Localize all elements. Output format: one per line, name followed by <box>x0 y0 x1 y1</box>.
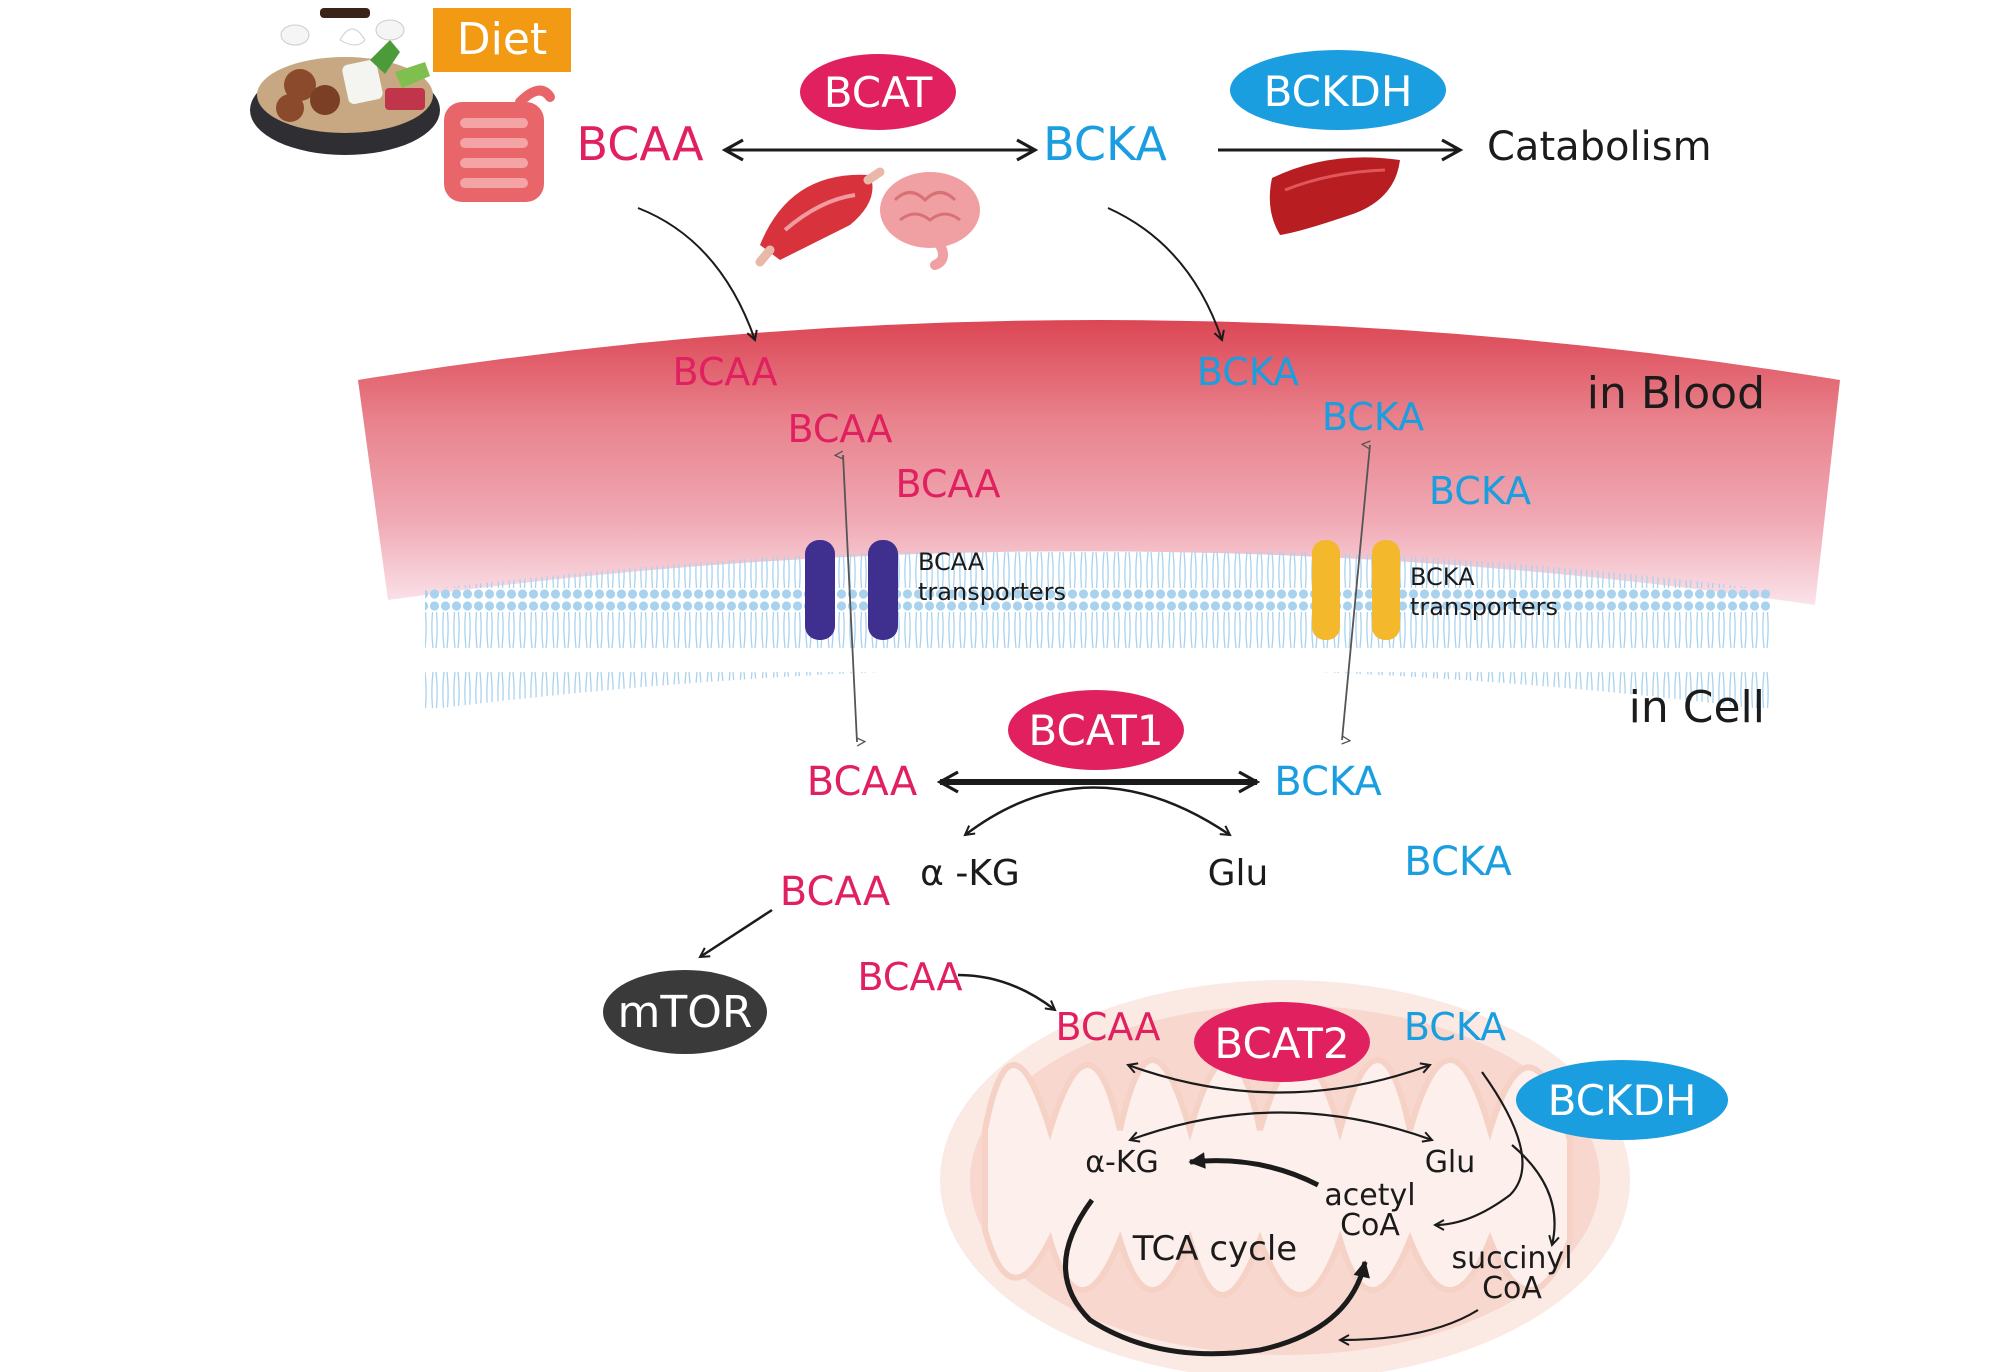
tca-arrow-akg-around <box>1063 1198 1370 1357</box>
mito-bckdh-badge <box>1516 1060 1728 1140</box>
mito-bckdh-label: BCKDH <box>1548 1076 1697 1125</box>
blood-band <box>358 320 1840 605</box>
blood-bcaa-2: BCAA <box>788 407 893 451</box>
diet-label: Diet <box>457 14 547 65</box>
blood-bcaa-1: BCAA <box>673 350 778 394</box>
top-bcat-badge <box>800 54 956 130</box>
mito-acetyl-coa-2: CoA <box>1340 1208 1400 1243</box>
arrow-bcaa-to-mtor <box>700 908 773 957</box>
in-cell-label: in Cell <box>1629 682 1765 733</box>
mito-akg: α-KG <box>1085 1145 1159 1180</box>
cell-membrane <box>425 547 1770 710</box>
arrow-bcka-to-blood <box>1107 207 1222 340</box>
cell-akg: α -KG <box>920 853 1020 894</box>
muscle-icon <box>755 167 885 267</box>
bcaa-transporter-icon <box>805 540 898 640</box>
bcaa-transporters-label-2: transporters <box>918 578 1066 606</box>
intestine-icon <box>444 85 555 202</box>
bcat1-badge <box>1008 690 1184 770</box>
bcat2-label: BCAT2 <box>1214 1019 1349 1068</box>
arrow-bcka-to-acetyl <box>1435 1071 1524 1225</box>
top-catabolism: Catabolism <box>1487 124 1712 170</box>
cell-bcaa-2: BCAA <box>780 869 891 915</box>
cooking-pot-icon <box>250 8 440 155</box>
bcka-transport-arrow <box>1341 445 1371 740</box>
diet-label-box <box>433 8 571 72</box>
blood-bcaa-3: BCAA <box>896 462 1001 506</box>
arrow-succinyl-to-tca <box>1340 1309 1479 1340</box>
mtor-label: mTOR <box>618 987 753 1038</box>
top-bcaa: BCAA <box>576 117 704 171</box>
top-bcat-label: BCAT <box>824 68 933 117</box>
bcka-transporter-icon <box>1312 540 1400 640</box>
top-bckdh-label: BCKDH <box>1264 67 1413 116</box>
cell-bcka: BCKA <box>1274 759 1382 805</box>
mito-akg-glu-arrow <box>1130 1111 1432 1141</box>
bcaa-transport-arrow <box>843 455 857 742</box>
top-bckdh-badge <box>1230 50 1446 130</box>
brain-icon <box>880 172 980 270</box>
cell-bcaa: BCAA <box>807 759 918 805</box>
mito-glu: Glu <box>1425 1145 1476 1180</box>
arrow-bcka-to-succinyl <box>1511 1144 1555 1245</box>
mito-bcaa: BCAA <box>1056 1005 1161 1049</box>
tca-arrow-acetyl-to-akg <box>1188 1152 1320 1188</box>
blood-bcka-2: BCKA <box>1322 395 1424 439</box>
bcka-transporters-label-2: transporters <box>1410 593 1558 621</box>
mito-bcka: BCKA <box>1404 1005 1506 1049</box>
arrow-bcaa-to-blood <box>637 207 755 340</box>
blood-bcka-1: BCKA <box>1197 350 1299 394</box>
mitochondrion-icon <box>940 980 1630 1372</box>
in-blood-label: in Blood <box>1587 368 1765 419</box>
bcat2-exchange-arrow <box>1128 1065 1430 1094</box>
akg-glu-exchange-arrow <box>965 786 1230 836</box>
cell-glu: Glu <box>1208 853 1269 894</box>
blood-bcka-3: BCKA <box>1429 469 1531 513</box>
mtor-badge <box>603 970 767 1054</box>
top-bcka: BCKA <box>1043 117 1167 171</box>
bcka-transporters-label-1: BCKA <box>1410 563 1475 591</box>
bcaa-transporters-label-1: BCAA <box>918 548 985 576</box>
tca-cycle-label: TCA cycle <box>1132 1229 1297 1269</box>
cell-bcaa-3: BCAA <box>858 955 963 999</box>
mito-succinyl-coa-2: CoA <box>1482 1271 1542 1306</box>
arrow-bcaa-into-mito <box>957 973 1055 1010</box>
mito-acetyl-coa-1: acetyl <box>1324 1178 1415 1213</box>
cell-bcka-2: BCKA <box>1404 839 1512 885</box>
bcat2-badge <box>1194 1002 1370 1082</box>
bcat1-label: BCAT1 <box>1028 706 1163 755</box>
liver-icon <box>1269 157 1400 235</box>
